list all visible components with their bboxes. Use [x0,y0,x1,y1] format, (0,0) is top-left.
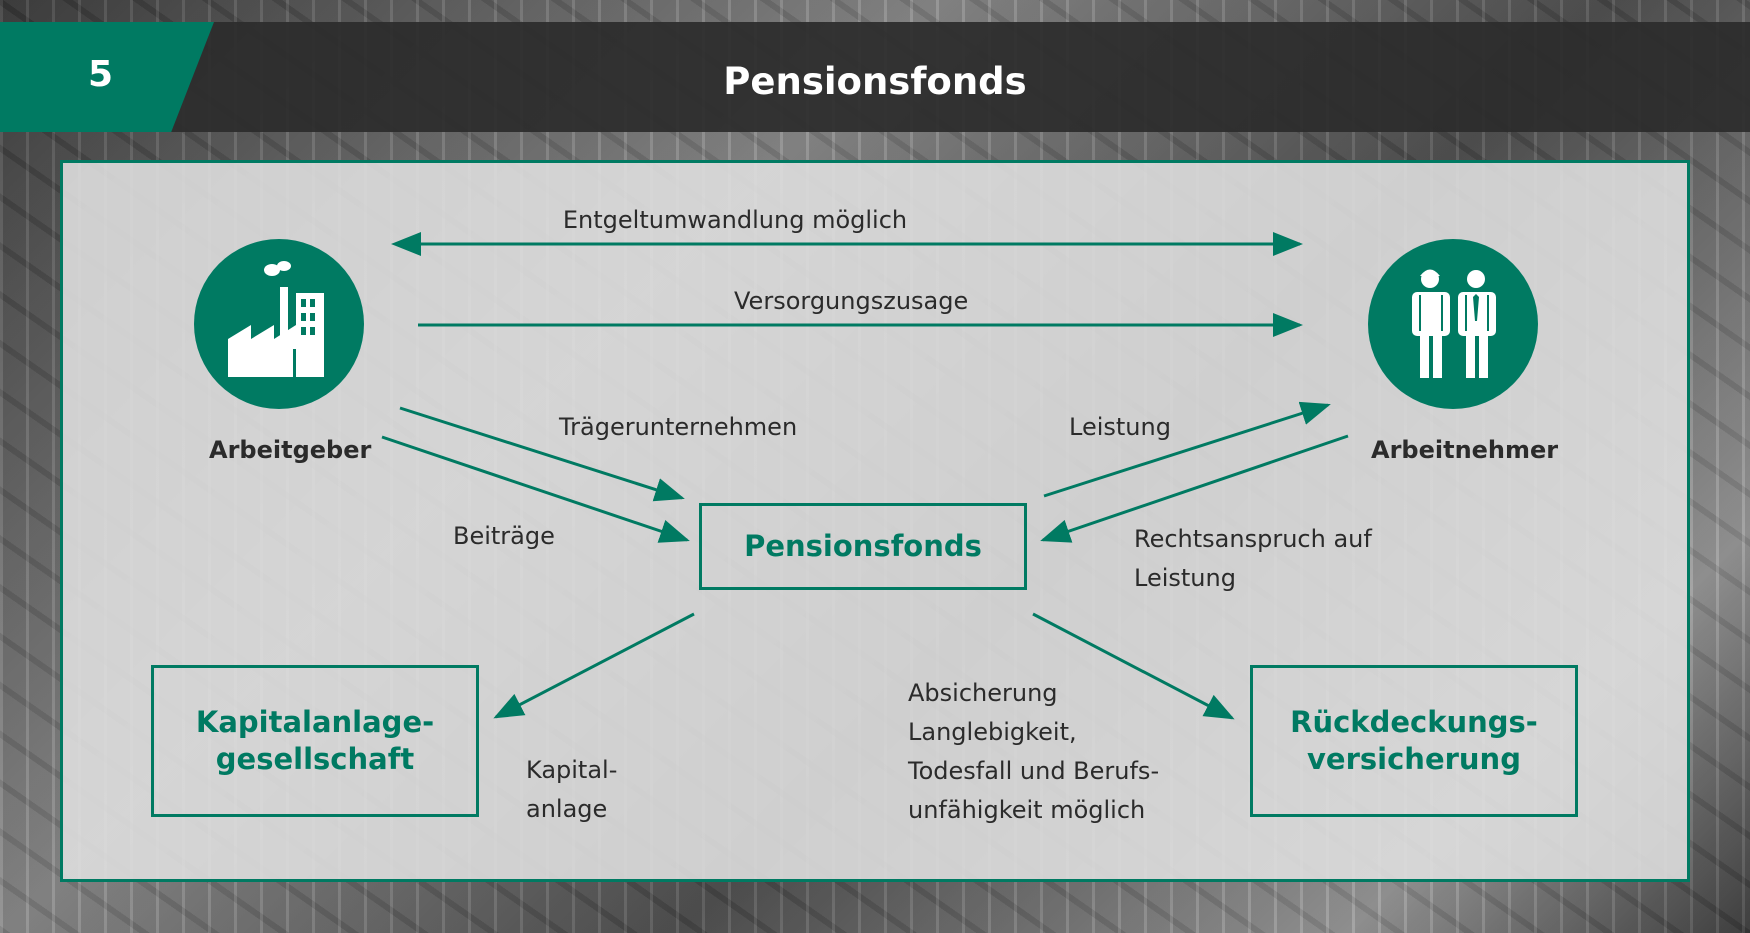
employee-label: Arbeitnehmer [1371,436,1559,464]
factory-icon [228,261,324,377]
arrow-reinsurance [1032,612,1235,720]
employer-circle [194,239,364,409]
label-benefit: Leistung [1069,413,1171,441]
label-investment: Kapital- anlage [526,756,618,823]
reinsurance-box: Rückdeckungs- versicherung [1250,665,1578,817]
pensionsfonds-box: Pensionsfonds [699,503,1027,590]
pensionsfonds-box-label: Pensionsfonds [744,529,982,563]
arrow-contributions [381,435,690,543]
workers-icon [1412,269,1496,378]
arrow-claim [1040,434,1349,543]
reinsurance-box-label: Rückdeckungs- versicherung [1290,705,1538,776]
label-sponsor: Trägerunternehmen [559,413,798,441]
label-conversion: Entgeltumwandlung möglich [562,206,908,234]
arrow-investment [493,612,695,719]
section-number: 5 [88,54,114,95]
label-commitment: Versorgungszusage [734,287,969,315]
investment-company-box: Kapitalanlage- gesellschaft [151,665,479,817]
label-protection: Absicherung Langlebigkeit, Todesfall und… [908,679,1160,824]
arrow-benefit [1043,401,1331,498]
employee-circle [1368,239,1538,409]
section-number-badge [0,22,214,132]
label-claim: Rechtsanspruch auf Leistung [1134,525,1372,592]
investment-company-box-label: Kapitalanlage- gesellschaft [195,705,435,776]
arrow-sponsor [399,406,685,502]
page-title: Pensionsfonds [723,60,1027,103]
label-contributions: Beiträge [453,522,555,550]
header-bar [0,22,1750,132]
employer-label: Arbeitgeber [209,436,372,464]
